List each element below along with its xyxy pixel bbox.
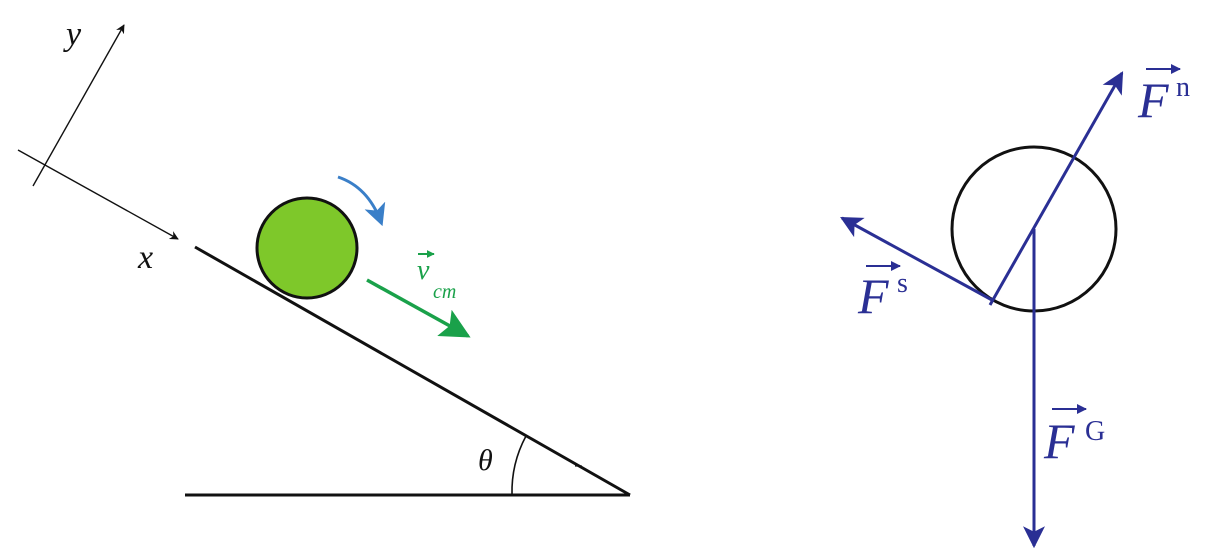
incline-line — [194, 245, 631, 497]
friction-force-arrow — [840, 216, 993, 302]
y-axis — [32, 24, 125, 187]
svg-text:G: G — [1085, 416, 1105, 447]
angle-label: θ — [478, 444, 493, 477]
svg-text:F: F — [857, 268, 889, 324]
svg-text:F: F — [1043, 413, 1075, 469]
velocity-label: v cm — [417, 250, 456, 303]
svg-text:s: s — [897, 268, 908, 299]
angle-arc — [511, 435, 527, 496]
svg-text:n: n — [1176, 72, 1190, 103]
rotation-arrow — [337, 175, 386, 227]
normal-force-arrow — [988, 71, 1124, 306]
svg-text:v: v — [417, 255, 430, 286]
x-axis — [17, 149, 179, 240]
x-axis-label: x — [137, 239, 153, 276]
rolling-ball — [255, 196, 359, 300]
coordinate-axes: y x — [17, 16, 179, 276]
velocity-arrow — [366, 278, 471, 338]
svg-text:cm: cm — [433, 281, 456, 303]
y-axis-label: y — [63, 16, 82, 53]
incline-figure: θ y x v cm — [17, 16, 631, 497]
normal-force-label: F n — [1137, 64, 1190, 128]
friction-force-label: F s — [857, 261, 908, 324]
svg-text:F: F — [1137, 72, 1169, 128]
free-body-diagram: F n F s F G — [840, 64, 1190, 549]
gravity-force-label: F G — [1043, 404, 1105, 469]
